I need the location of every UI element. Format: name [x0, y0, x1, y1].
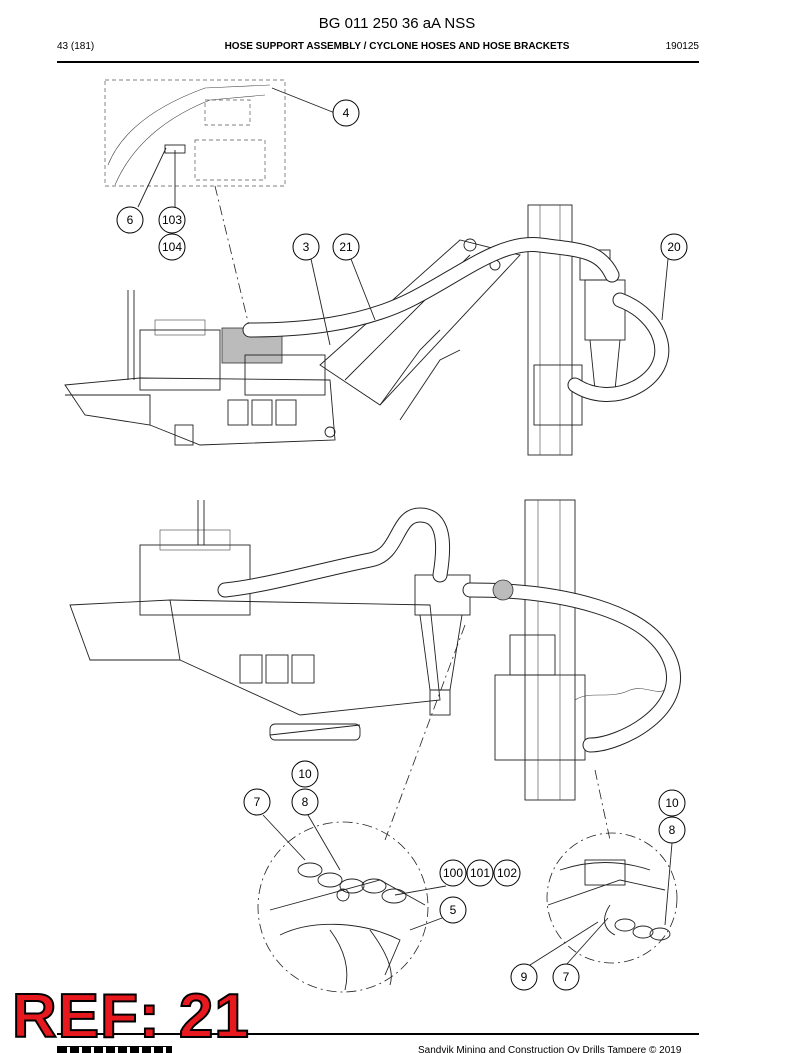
ref-stamp: REF: 21: [11, 982, 250, 1051]
callout-7-right: 7: [552, 963, 580, 991]
drill-head-lower: [494, 674, 586, 761]
callout-102: 102: [493, 859, 521, 887]
cyclone-top: [584, 279, 626, 341]
section-title: HOSE SUPPORT ASSEMBLY / CYCLONE HOSES AN…: [224, 41, 570, 52]
copyright-footer: Sandvik Mining and Construction Oy Drill…: [418, 1045, 682, 1053]
rear-frame: [69, 599, 181, 661]
svg-text:104: 104: [162, 240, 182, 254]
callout-6: 6: [116, 206, 144, 234]
callout-21: 21: [332, 233, 360, 261]
callout-9: 9: [510, 963, 538, 991]
svg-text:21: 21: [339, 240, 353, 254]
svg-text:10: 10: [298, 767, 312, 781]
engine-block-lower: [139, 544, 251, 616]
cyclone-cone: [589, 339, 621, 391]
page-number: 43 (181): [57, 41, 95, 52]
chain-link: [297, 862, 323, 878]
callout-8-left: 8: [291, 788, 319, 816]
callout-100: 100: [439, 859, 467, 887]
callout-7-left: 7: [243, 788, 271, 816]
svg-text:7: 7: [254, 795, 261, 809]
callout-101: 101: [466, 859, 494, 887]
svg-text:5: 5: [450, 903, 457, 917]
detail-circle-left: [257, 821, 429, 993]
svg-text:7: 7: [563, 970, 570, 984]
carrier-frame: [64, 377, 336, 446]
document-date: 190125: [665, 41, 699, 52]
svg-text:8: 8: [669, 823, 676, 837]
detail-circle-right: [546, 832, 678, 964]
header-rule: [57, 61, 699, 63]
callout-10-right: 10: [658, 789, 686, 817]
svg-text:9: 9: [521, 970, 528, 984]
svg-text:10: 10: [665, 796, 679, 810]
callout-103: 103: [158, 206, 186, 234]
sandvik-logo: [57, 1046, 172, 1053]
svg-text:103: 103: [162, 213, 182, 227]
carrier-frame-lower: [169, 599, 441, 716]
feed-beam-lower: [524, 499, 576, 801]
svg-text:3: 3: [303, 240, 310, 254]
drill-head: [533, 364, 583, 426]
boom-arm: [319, 239, 521, 406]
svg-text:4: 4: [343, 106, 350, 120]
svg-text:8: 8: [302, 795, 309, 809]
top-assembly-view: [64, 79, 670, 456]
safety-chain: [574, 688, 666, 701]
footer-rule: [57, 1033, 699, 1035]
callout-5: 5: [439, 896, 467, 924]
callout-20: 20: [660, 233, 688, 261]
svg-text:6: 6: [127, 213, 134, 227]
inset-hose-outline: [114, 94, 266, 186]
detail-inset-frame: [104, 79, 286, 187]
svg-text:102: 102: [497, 866, 517, 880]
svg-text:101: 101: [470, 866, 490, 880]
callout-10-left: 10: [291, 760, 319, 788]
highlighted-hose-clamp: [492, 579, 514, 601]
bottom-assembly-view: [69, 499, 681, 993]
svg-text:20: 20: [667, 240, 681, 254]
callout-3: 3: [292, 233, 320, 261]
callout-104: 104: [158, 233, 186, 261]
callout-8-right: 8: [658, 816, 686, 844]
feed-beam: [527, 204, 573, 456]
engine-block: [139, 329, 221, 391]
document-title: BG 011 250 36 aA NSS: [318, 15, 476, 32]
svg-text:100: 100: [443, 866, 463, 880]
callout-4: 4: [332, 99, 360, 127]
